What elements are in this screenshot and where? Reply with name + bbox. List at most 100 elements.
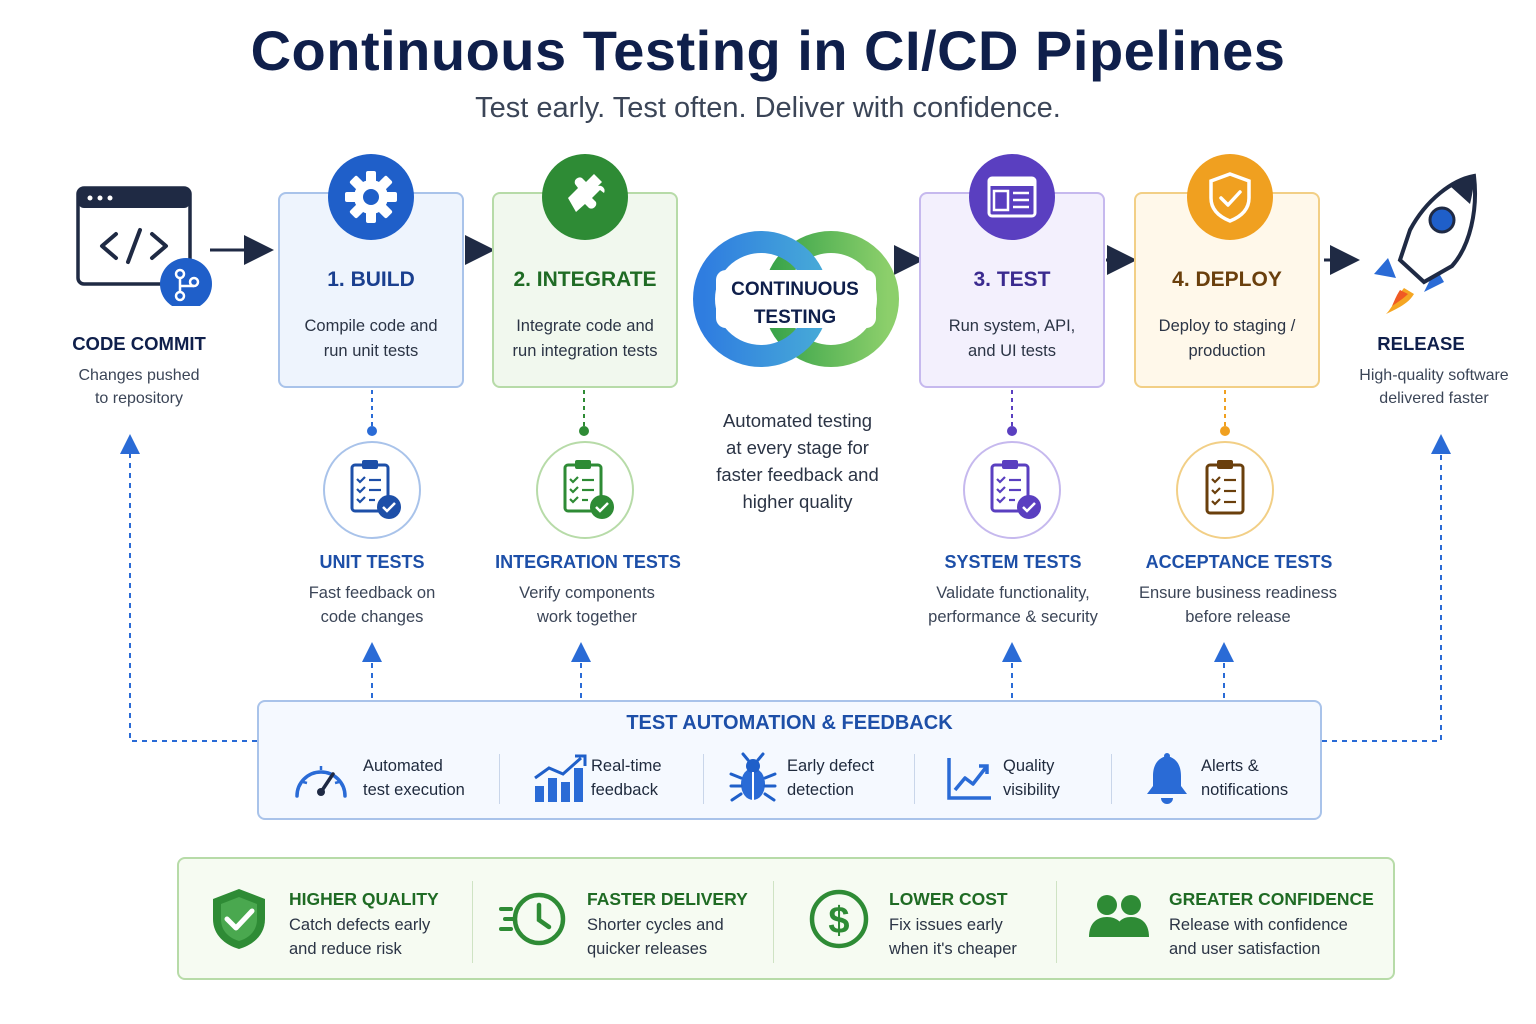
benefit-desc-line2: when it's cheaper: [889, 940, 1017, 958]
stage-desc-line1: Compile code and: [304, 317, 438, 335]
stage-desc-line1: Run system, API,: [948, 317, 1076, 335]
stage-title: 2. INTEGRATE: [513, 268, 657, 291]
label-line1: Quality: [1003, 757, 1055, 775]
dollar-icon: $: [809, 889, 869, 949]
test-desc-line2: before release: [1185, 608, 1291, 626]
benefit-desc-line1: Fix issues early: [889, 916, 1003, 934]
system-tests-desc: Validate functionality, performance & sec…: [888, 581, 1138, 629]
label-line2: visibility: [1003, 781, 1060, 799]
benefit-desc-line2: and user satisfaction: [1169, 940, 1321, 958]
divider: [703, 754, 704, 804]
test-desc-line1: Ensure business readiness: [1138, 584, 1338, 602]
label-line2: notifications: [1201, 781, 1289, 799]
continuous-label-line1: CONTINUOUS: [731, 279, 859, 300]
users-icon: [1089, 895, 1149, 937]
label-line1: Alerts &: [1201, 757, 1259, 775]
stage-desc: Integrate code and run integration tests: [504, 314, 666, 364]
benefit-title: HIGHER QUALITY: [289, 889, 439, 909]
bar-chart-icon: [534, 754, 587, 802]
automation-label: Alerts & notifications: [1201, 754, 1341, 802]
benefit-title: GREATER CONFIDENCE: [1169, 889, 1374, 909]
release-desc-line2: delivered faster: [1379, 390, 1489, 407]
center-desc-line: higher quality: [742, 491, 853, 512]
browser-icon: [969, 154, 1055, 240]
benefit-desc: Shorter cycles and quicker releases: [587, 913, 817, 961]
stage-card-build: 1. BUILD Compile code and run unit tests: [278, 192, 464, 388]
label-line2: test execution: [363, 781, 465, 799]
unit-tests-icon: [323, 441, 421, 539]
automation-label: Early defect detection: [787, 754, 927, 802]
rocket-icon: [1366, 170, 1486, 315]
release-desc: High-quality software delivered faster: [1336, 364, 1532, 410]
automation-label: Automated test execution: [363, 754, 503, 802]
page-subtitle: Test early. Test often. Deliver with con…: [475, 92, 1061, 124]
benefit-title: LOWER COST: [889, 889, 1008, 909]
center-desc-line: faster feedback and: [716, 464, 879, 485]
gear-icon: [328, 154, 414, 240]
benefit-desc: Fix issues early when it's cheaper: [889, 913, 1119, 961]
continuous-testing-desc: Automated testing at every stage for fas…: [690, 407, 905, 515]
test-desc-line2: performance & security: [928, 608, 1098, 626]
system-tests-title: SYSTEM TESTS: [944, 552, 1082, 572]
divider: [1056, 881, 1057, 963]
divider: [1111, 754, 1112, 804]
stage-title: 1. BUILD: [327, 268, 415, 291]
line-chart-icon: [947, 758, 991, 800]
stage-desc: Deploy to staging /production: [1146, 314, 1308, 364]
divider: [773, 881, 774, 963]
release-desc-line1: High-quality software: [1359, 367, 1509, 384]
stage-title: 3. TEST: [973, 268, 1051, 291]
benefit-desc-line1: Shorter cycles and: [587, 916, 724, 934]
label-line2: feedback: [591, 781, 658, 799]
stage-desc-line1: Integrate code and: [516, 317, 654, 335]
benefit-desc-line2: quicker releases: [587, 940, 708, 958]
label-line1: Early defect: [787, 757, 875, 775]
puzzle-icon: [542, 154, 628, 240]
test-desc-line1: Validate functionality,: [936, 584, 1090, 602]
svg-text:$: $: [828, 900, 849, 942]
test-desc-line1: Verify components: [519, 584, 655, 602]
page-title: Continuous Testing in CI/CD Pipelines: [250, 19, 1286, 82]
acceptance-tests-icon: [1176, 441, 1274, 539]
stage-desc-line2: run unit tests: [323, 342, 419, 360]
stage-desc: Run system, API, and UI tests: [931, 314, 1093, 364]
divider: [472, 881, 473, 963]
release-title: RELEASE: [1377, 333, 1465, 354]
shield-check-icon: [1187, 154, 1273, 240]
divider: [499, 754, 500, 804]
automation-label: Quality visibility: [1003, 754, 1143, 802]
commit-title: CODE COMMIT: [72, 333, 206, 354]
continuous-testing-label: CONTINUOUS TESTING: [705, 276, 885, 332]
integration-tests-title: INTEGRATION TESTS: [495, 552, 681, 572]
stage-desc: Compile code and run unit tests: [290, 314, 452, 364]
stage-title: 4. DEPLOY: [1172, 268, 1282, 291]
benefit-desc: Release with confidence and user satisfac…: [1169, 913, 1399, 961]
label-line1: Automated: [363, 757, 443, 775]
system-tests-icon: [963, 441, 1061, 539]
stage-desc-line2: run integration tests: [512, 342, 658, 360]
bug-icon: [729, 752, 777, 802]
fast-clock-icon: [499, 892, 566, 946]
integration-tests-icon: [536, 441, 634, 539]
benefit-desc-line2: and reduce risk: [289, 940, 402, 958]
benefit-title: FASTER DELIVERY: [587, 889, 748, 909]
code-commit-icon: [76, 186, 216, 310]
benefit-desc-line1: Release with confidence: [1169, 916, 1348, 934]
commit-desc-line1: Changes pushed: [78, 367, 200, 384]
infinity-loop-icon: [693, 231, 899, 367]
stage-desc-line2: and UI tests: [967, 342, 1057, 360]
acceptance-tests-title: ACCEPTANCE TESTS: [1145, 552, 1333, 572]
stage-desc-line2: production: [1188, 342, 1266, 360]
label-line2: detection: [787, 781, 854, 799]
acceptance-tests-desc: Ensure business readiness before release: [1113, 581, 1363, 629]
continuous-label-line2: TESTING: [753, 307, 837, 328]
bell-icon: [1147, 753, 1187, 804]
commit-desc-line2: to repository: [94, 390, 184, 407]
speedometer-icon: [295, 766, 347, 798]
test-desc-line2: work together: [537, 608, 637, 626]
integration-tests-desc: Verify components work together: [462, 581, 712, 629]
